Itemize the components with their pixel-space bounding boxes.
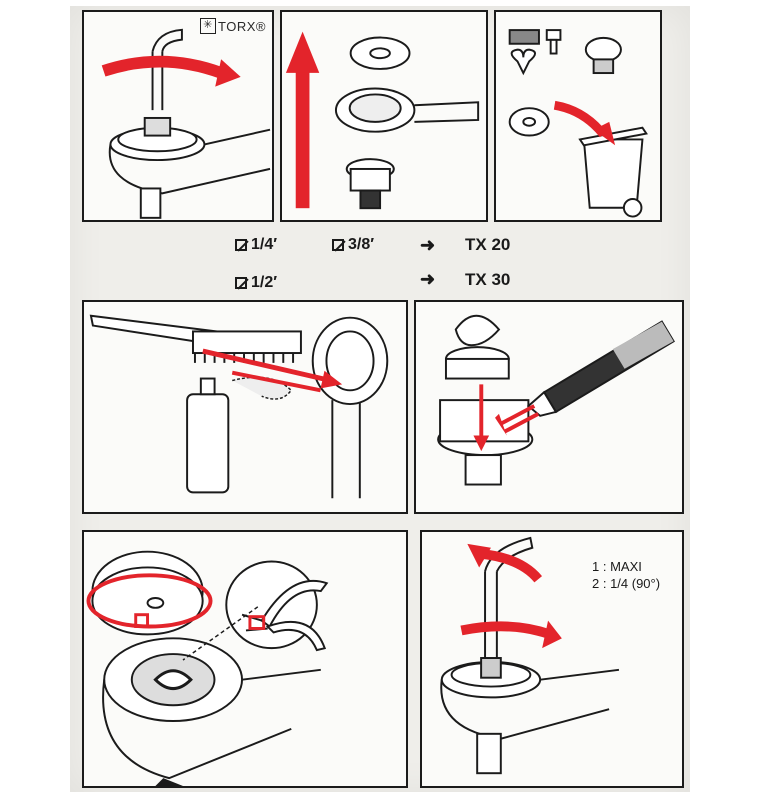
square-drive-icon (235, 277, 247, 289)
spec-size-1-2: 1/2′ (235, 274, 277, 292)
torx-label: TORX® (218, 18, 266, 34)
panel-retaining-ring (82, 530, 408, 788)
panel-grease (414, 300, 684, 514)
wire-brush-icon (89, 314, 302, 363)
panel-exploded-parts (280, 10, 488, 222)
panel-clean (82, 300, 408, 514)
instruction-sheet: ✳ TORX® (70, 6, 690, 792)
bit-tx20: TX 20 (465, 235, 511, 254)
arrow-right-icon: ➜ (420, 235, 436, 255)
torx-star-icon: ✳ (200, 18, 217, 34)
rotate-arrow-icon (101, 55, 224, 79)
tighten-illustration (440, 536, 620, 775)
grease-tube-icon (526, 320, 675, 417)
panel-discard-parts (494, 10, 662, 222)
square-drive-icon (235, 239, 247, 251)
up-arrow-icon (295, 70, 310, 209)
torque-settings: 1 : MAXI 2 : 1/4 (90°) (592, 558, 660, 592)
retaining-ring-icon (86, 573, 213, 629)
spec-size-1-4: 1/4′ (235, 236, 277, 254)
setting-line-2: 2 : 1/4 (90°) (592, 576, 661, 591)
panel-remove-screw: ✳ TORX® (82, 10, 274, 222)
retaining-ring-illustration (86, 550, 329, 786)
rotate-arrow-icon (478, 548, 543, 583)
cleaning-illustration (89, 314, 389, 499)
discard-illustration (508, 29, 648, 218)
torx-logo: ✳ TORX® (200, 18, 266, 34)
setting-line-1: 1 : MAXI (592, 559, 642, 574)
trash-bin-icon (578, 126, 648, 218)
spray-can-icon (186, 377, 230, 494)
pliers-icon (241, 579, 329, 652)
panel-tighten: 1 : MAXI 2 : 1/4 (90°) (420, 530, 684, 788)
square-drive-icon (332, 239, 344, 251)
torx-key-illustration (101, 28, 271, 219)
grease-illustration (437, 314, 675, 486)
arrow-right-icon: ➜ (420, 269, 436, 289)
spec-size-3-8: 3/8′ (332, 236, 374, 254)
bit-tx30: TX 30 (465, 270, 511, 289)
exploded-parts-illustration (285, 31, 480, 210)
